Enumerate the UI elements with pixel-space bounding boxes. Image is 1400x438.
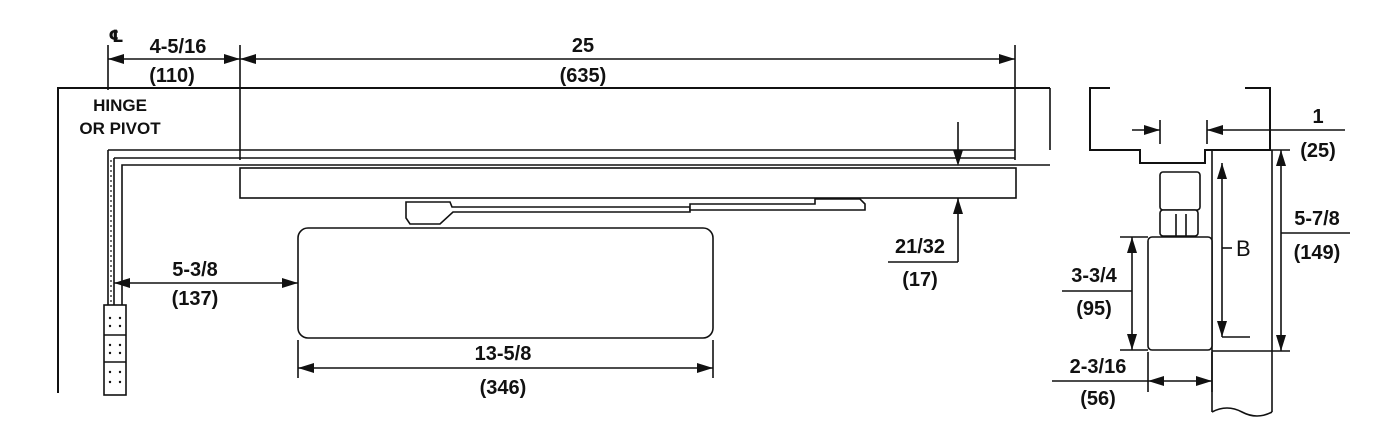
side-spindle (1159, 209, 1199, 237)
dim-body-depth-mm: (56) (1080, 388, 1116, 410)
plan-view: 4-5/16 (110) 25 (635) ℄ HINGE OR PIVOT 2… (57, 27, 1051, 399)
track-plate (239, 167, 1017, 199)
dim-hinge-to-body-mm: (137) (172, 288, 219, 310)
dim-side-offset-mm: (25) (1300, 140, 1336, 162)
dim-stop-height-mm: (17) (902, 269, 938, 291)
hinge-label-line1: HINGE (93, 96, 147, 115)
hinge-label-line2: OR PIVOT (79, 119, 161, 138)
side-view: 1 (25) B 5-7/8 (149) 3-3/4 (95) 2 (1052, 87, 1350, 417)
dim-overall-height-mm: (149) (1294, 242, 1341, 264)
hinge-leaf (103, 304, 127, 396)
side-closer-body (1147, 236, 1213, 351)
dim-hinge-to-closer-inch: 4-5/16 (150, 36, 207, 58)
door-break-line (1211, 407, 1273, 417)
closer-arm (405, 201, 691, 225)
dim-arm-length-inch: 25 (572, 35, 594, 57)
door-panel (1211, 149, 1273, 412)
closer-body (297, 227, 714, 339)
side-bracket (1159, 171, 1201, 211)
dim-body-height-inch: 3-3/4 (1071, 265, 1117, 287)
frame-outline (57, 87, 1050, 393)
dim-stop-height-inch: 21/32 (895, 236, 945, 258)
dim-hinge-to-body-inch: 5-3/8 (172, 259, 218, 281)
dim-body-depth-inch: 2-3/16 (1070, 356, 1127, 378)
door-face-line (121, 164, 1050, 305)
dim-body-length-inch: 13-5/8 (475, 343, 532, 365)
dim-side-offset-inch: 1 (1312, 106, 1323, 128)
dim-b-label: B (1236, 236, 1251, 261)
dim-overall-height-inch: 5-7/8 (1294, 208, 1340, 230)
arm-slide (689, 198, 866, 211)
dim-body-height-mm: (95) (1076, 298, 1112, 320)
dim-body-length-mm: (346) (480, 377, 527, 399)
frame-stop-lines (240, 149, 1015, 159)
dim-hinge-to-closer-mm: (110) (149, 65, 195, 87)
frame-profile (1089, 87, 1271, 164)
centerline-symbol: ℄ (108, 27, 123, 47)
hinge-leaves (103, 304, 127, 396)
dim-arm-length-mm: (635) (560, 65, 607, 87)
